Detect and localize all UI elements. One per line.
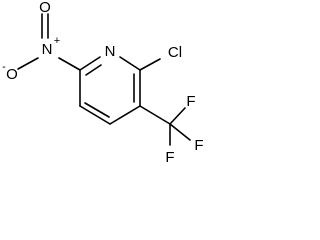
bond-nitro-n-o-minus: [17, 57, 39, 70]
fluorine-top-label: F: [186, 93, 195, 110]
nitro-oxygen-top-label: O: [39, 0, 51, 16]
bond-n1-c2: [119, 56, 141, 71]
nitro-minus-charge: -: [2, 61, 6, 73]
bond-c4-c5-outer: [79, 105, 111, 125]
fluorine-bottom-label: F: [165, 149, 174, 166]
nitro-plus-charge: +: [54, 35, 60, 47]
bond-c2-cl: [139, 58, 161, 71]
bond-c3-c4: [109, 105, 141, 125]
bond-cf3-f-right: [169, 123, 191, 141]
ring-nitrogen-label: N: [105, 43, 116, 60]
bond-c4-c5-inner: [84, 102, 110, 118]
bond-c3-cf3: [139, 105, 171, 125]
bond-c6-n1-outer: [79, 56, 101, 71]
bond-c6-n1-inner: [85, 64, 102, 76]
chlorine-label: Cl: [168, 44, 182, 61]
pyridine-ring: [79, 56, 141, 125]
fluorine-right-label: F: [194, 137, 203, 154]
nitro-nitrogen-label: N: [42, 41, 53, 58]
bond-c6-nitro-n: [58, 57, 81, 71]
bond-cf3-f-top: [169, 107, 186, 125]
nitro-oxygen-minus-label: O: [6, 66, 18, 83]
chemical-structure: N Cl N + O O - F F F: [2, 0, 203, 166]
substituent-bonds: [17, 13, 191, 146]
